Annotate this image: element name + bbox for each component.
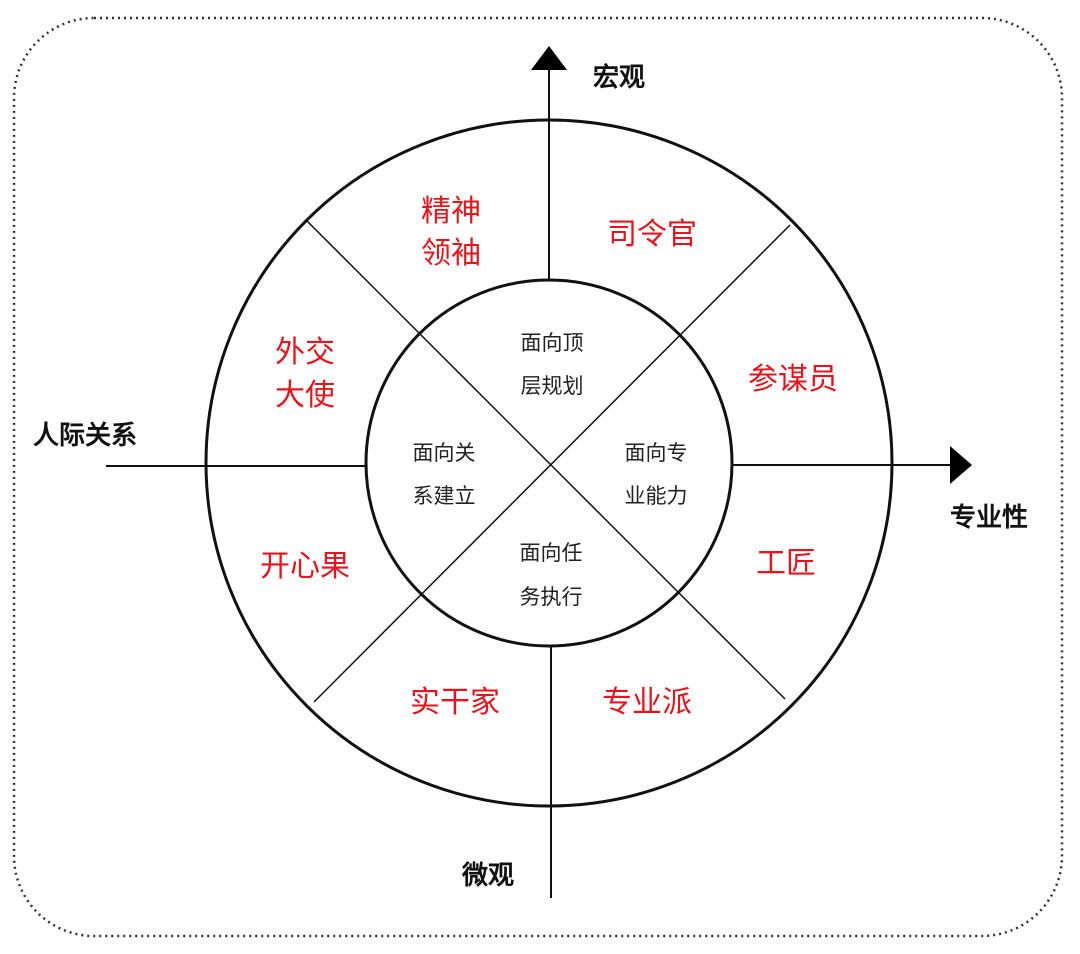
axis-label-bottom: 微观 [461, 860, 514, 891]
inner-label-right-line2: 业能力 [625, 484, 688, 508]
diagonal-divider-nw-se [306, 220, 786, 700]
inner-label-left-line2: 系建立 [413, 484, 476, 508]
role-diplomat-line1: 外交 [275, 335, 335, 370]
role-professional: 专业派 [602, 685, 692, 720]
role-doer: 实干家 [410, 685, 500, 720]
role-commander: 司令官 [607, 217, 697, 252]
role-diplomat-line2: 大使 [275, 378, 335, 413]
up-arrowhead [531, 46, 567, 70]
axis-label-left: 人际关系 [33, 421, 137, 451]
inner-label-bottom-line1: 面向任 [520, 541, 583, 565]
right-arrowhead [950, 446, 972, 484]
role-craftsman: 工匠 [756, 546, 816, 581]
role-staff-officer: 参谋员 [748, 362, 838, 397]
axis-label-top: 宏观 [593, 62, 645, 93]
dotted-frame [12, 16, 1064, 938]
role-spiritual-leader-line2: 领袖 [421, 236, 481, 271]
role-joy-bringer: 开心果 [260, 549, 350, 584]
inner-label-top-line2: 层规划 [521, 374, 584, 398]
inner-label-left-line1: 面向关 [413, 441, 476, 465]
diagonal-divider-ne-sw [313, 224, 791, 703]
inner-label-top-line1: 面向顶 [521, 331, 584, 355]
inner-label-bottom-line2: 务执行 [520, 585, 583, 609]
inner-label-right-line1: 面向专 [625, 441, 688, 465]
role-spiritual-leader-line1: 精神 [421, 194, 481, 229]
axis-label-right: 专业性 [950, 503, 1028, 533]
